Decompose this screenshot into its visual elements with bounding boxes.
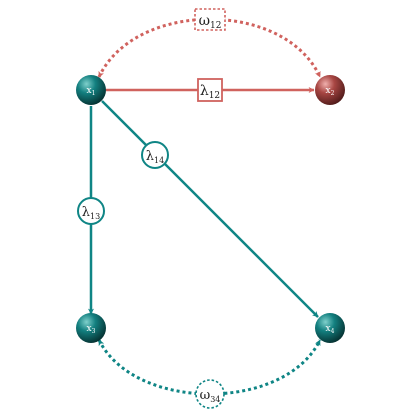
- omega34-subscript: 34: [210, 395, 220, 404]
- node-x2: x2: [315, 75, 345, 105]
- omega12-label: ω12: [194, 8, 226, 31]
- node-x1-label: x: [87, 86, 92, 96]
- omega34-arc: [97, 339, 322, 396]
- lambda14-edge: [101, 100, 319, 318]
- omega12-symbol: ω: [199, 13, 210, 29]
- lambda12-label: λ12: [197, 78, 223, 102]
- lambda12-symbol: λ: [200, 83, 209, 99]
- node-x1-subscript: 1: [92, 90, 96, 97]
- lambda14-label: λ14: [141, 141, 169, 169]
- svg-text:λ13: λ13: [82, 205, 100, 221]
- svg-text:x4: x4: [326, 324, 335, 335]
- node-x4-label: x: [326, 324, 331, 334]
- node-x3-subscript: 3: [92, 328, 96, 335]
- lambda13-subscript: 13: [90, 212, 100, 221]
- svg-text:x3: x3: [87, 324, 96, 335]
- node-x3: x3: [76, 313, 106, 343]
- lambda13-label: λ13: [77, 197, 105, 225]
- lambda14-subscript: 14: [154, 156, 164, 165]
- svg-text:x2: x2: [326, 86, 335, 97]
- node-x2-label: x: [326, 86, 331, 96]
- svg-text:λ14: λ14: [146, 149, 164, 165]
- lambda13-symbol: λ: [82, 205, 90, 220]
- svg-text:ω12: ω12: [199, 13, 222, 31]
- node-x1: x1: [76, 75, 106, 105]
- node-x4-subscript: 4: [331, 328, 335, 335]
- node-x3-label: x: [87, 324, 92, 334]
- svg-text:x1: x1: [87, 86, 96, 97]
- svg-text:λ12: λ12: [200, 83, 220, 101]
- omega12-subscript: 12: [210, 21, 221, 31]
- omega34-symbol: ω: [200, 388, 211, 403]
- lambda14-symbol: λ: [146, 149, 154, 164]
- omega12-arc: [97, 17, 322, 78]
- node-x4: x4: [315, 313, 345, 343]
- node-x2-subscript: 2: [331, 90, 335, 97]
- svg-text:ω34: ω34: [200, 388, 221, 404]
- lambda12-subscript: 12: [209, 91, 220, 101]
- omega34-label: ω34: [195, 379, 225, 409]
